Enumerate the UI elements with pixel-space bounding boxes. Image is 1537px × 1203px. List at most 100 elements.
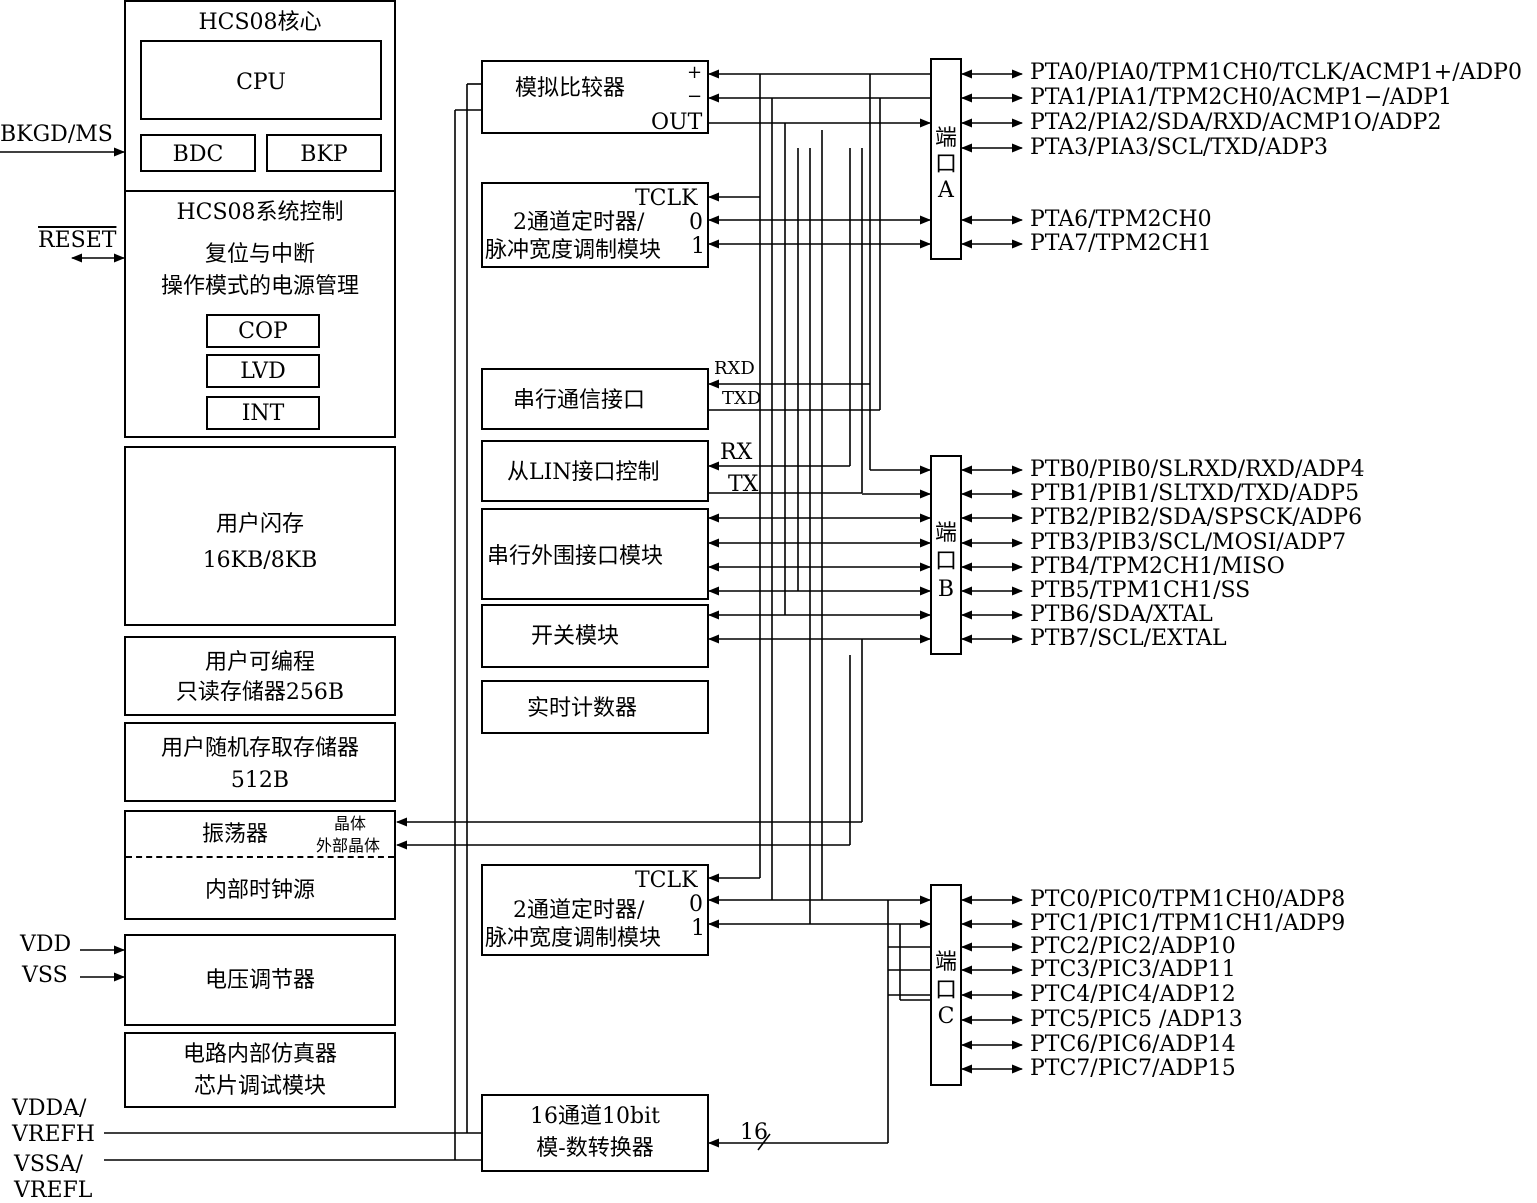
tpm1-block: TCLK 2通道定时器/ 0 脉冲宽度调制模块 1	[481, 182, 709, 268]
port-a-block: 端 口 A	[930, 58, 962, 260]
pin-ptc3: PTC3/PIC3/ADP11	[1030, 957, 1236, 982]
int-block: INT	[206, 396, 320, 430]
hcs08-core-block: HCS08核心 CPU BDC BKP	[124, 0, 396, 192]
eeprom-block: 用户可编程 只读存储器256B	[124, 636, 396, 716]
cpu-label: CPU	[236, 70, 286, 95]
pin-ptb2: PTB2/PIB2/SDA/SPSCK/ADP6	[1030, 505, 1363, 530]
pin-ptc6: PTC6/PIC6/ADP14	[1030, 1032, 1236, 1057]
flash-line1: 用户闪存	[215, 512, 304, 537]
flash-block: 用户闪存 16KB/8KB	[124, 446, 396, 626]
pin-pta0: PTA0/PIA0/TPM1CH0/TCLK/ACMP1+/ADP0	[1030, 60, 1522, 85]
ice-line1: 电路内部仿真器	[182, 1042, 337, 1067]
pin-pta2: PTA2/PIA2/SDA/RXD/ACMP1O/ADP2	[1030, 110, 1442, 135]
pin-ptb6: PTB6/SDA/XTAL	[1030, 602, 1213, 627]
bdc-label: BDC	[172, 142, 224, 167]
voltage-regulator-block: 电压调节器	[124, 934, 396, 1026]
pin-pta7: PTA7/TPM2CH1	[1030, 231, 1212, 256]
int-label: INT	[241, 401, 285, 426]
kbi-block: 开关模块	[481, 604, 709, 668]
pin-ptc0: PTC0/PIC0/TPM1CH0/ADP8	[1030, 887, 1346, 912]
tpm1-line2: 脉冲宽度调制模块	[485, 238, 662, 263]
pin-ptc1: PTC1/PIC1/TPM1CH1/ADP9	[1030, 911, 1346, 936]
oscillator-block: 振荡器 晶体 外部晶体 内部时钟源	[124, 810, 396, 920]
pin-ptb0: PTB0/PIB0/SLRXD/RXD/ADP4	[1030, 457, 1365, 482]
tpm1-tclk-label: TCLK	[635, 186, 698, 211]
tpm2-ch1-label: 1	[691, 916, 705, 941]
acmp-out-label: OUT	[651, 110, 703, 135]
bkp-block: BKP	[266, 134, 382, 172]
pin-pta1: PTA1/PIA1/TPM2CH0/ACMP1−/ADP1	[1030, 85, 1453, 110]
pin-ptb7: PTB7/SCL/EXTAL	[1030, 626, 1227, 651]
pin-pta6: PTA6/TPM2CH0	[1030, 207, 1212, 232]
cpu-block: CPU	[140, 40, 382, 120]
reset-pin-label: RESET	[38, 228, 117, 253]
pin-ptb5: PTB5/TPM1CH1/SS	[1030, 578, 1251, 603]
port-b-char1: 端	[934, 521, 957, 546]
vdda-pin-label: VDDA/	[12, 1096, 87, 1121]
adc-bus-width-label: 16	[740, 1120, 768, 1145]
port-b-char2: 口	[934, 549, 957, 574]
sci-txd-label: TXD	[722, 388, 762, 409]
vrefh-pin-label: VREFH	[12, 1122, 95, 1147]
tpm1-ch0-label: 0	[689, 210, 703, 235]
pin-ptc2: PTC2/PIC2/ADP10	[1030, 934, 1236, 959]
slin-rx-label: RX	[720, 440, 753, 465]
acmp-minus-label: −	[687, 86, 703, 107]
pin-ptc5: PTC5/PIC5 /ADP13	[1030, 1007, 1243, 1032]
rtc-block: 实时计数器	[481, 680, 709, 734]
vdd-pin-label: VDD	[20, 932, 72, 957]
tpm2-line1: 2通道定时器/	[513, 898, 645, 923]
pin-ptc7: PTC7/PIC7/ADP15	[1030, 1056, 1236, 1081]
cop-block: COP	[206, 314, 320, 348]
vreg-label: 电压调节器	[204, 968, 315, 993]
kbi-label: 开关模块	[531, 624, 620, 649]
ice-line2: 芯片调试模块	[193, 1074, 326, 1099]
eeprom-line1: 用户可编程	[204, 650, 315, 675]
bdc-block: BDC	[140, 134, 256, 172]
pin-ptb3: PTB3/PIB3/SCL/MOSI/ADP7	[1030, 530, 1347, 555]
port-a-char2: 口	[934, 152, 957, 177]
vssa-pin-label: VSSA/	[14, 1152, 83, 1177]
port-c-char3: C	[937, 1004, 955, 1029]
ram-line1: 用户随机存取存储器	[160, 736, 359, 761]
tpm1-ch1-label: 1	[691, 234, 705, 259]
sysctl-line2: 操作模式的电源管理	[160, 274, 359, 299]
spi-label: 串行外围接口模块	[487, 544, 664, 569]
sci-label: 串行通信接口	[513, 388, 646, 413]
pin-ptb4: PTB4/TPM2CH1/MISO	[1030, 554, 1285, 579]
sci-rxd-label: RXD	[714, 358, 755, 379]
slin-tx-label: TX	[728, 472, 759, 497]
acmp-label: 模拟比较器	[515, 76, 626, 101]
ram-block: 用户随机存取存储器 512B	[124, 722, 396, 802]
oscillator-label: 振荡器	[202, 822, 269, 847]
port-a-char1: 端	[934, 126, 957, 151]
port-b-char3: B	[937, 577, 955, 602]
core-title: HCS08核心	[198, 10, 322, 35]
adc-block: 16通道10bit 模-数转换器	[481, 1094, 709, 1172]
port-c-char2: 口	[934, 978, 957, 1003]
ram-line2: 512B	[230, 768, 290, 793]
slin-block: 从LIN接口控制	[481, 440, 709, 502]
port-b-block: 端 口 B	[930, 455, 962, 655]
port-a-char3: A	[938, 178, 954, 203]
flash-line2: 16KB/8KB	[202, 548, 318, 573]
tpm2-tclk-label: TCLK	[635, 868, 698, 893]
slin-label: 从LIN接口控制	[507, 460, 660, 485]
cop-label: COP	[238, 319, 288, 344]
eeprom-line2: 只读存储器256B	[175, 680, 345, 705]
bkgd-pin-label: BKGD/MS	[0, 122, 113, 147]
adc-line2: 模-数转换器	[536, 1136, 654, 1161]
adc-line1: 16通道10bit	[530, 1104, 660, 1129]
pin-ptc4: PTC4/PIC4/ADP12	[1030, 982, 1236, 1007]
pin-pta3: PTA3/PIA3/SCL/TXD/ADP3	[1030, 135, 1328, 160]
xtal-label: 晶体	[334, 814, 367, 833]
bkp-label: BKP	[300, 142, 348, 167]
tpm2-block: TCLK 2通道定时器/ 0 脉冲宽度调制模块 1	[481, 864, 709, 956]
ice-block: 电路内部仿真器 芯片调试模块	[124, 1032, 396, 1108]
sci-block: 串行通信接口	[481, 368, 709, 430]
port-c-block: 端 口 C	[930, 884, 962, 1086]
spi-block: 串行外围接口模块	[481, 508, 709, 600]
sysctl-line1: 复位与中断	[204, 242, 315, 267]
pin-ptb1: PTB1/PIB1/SLTXD/TXD/ADP5	[1030, 481, 1360, 506]
